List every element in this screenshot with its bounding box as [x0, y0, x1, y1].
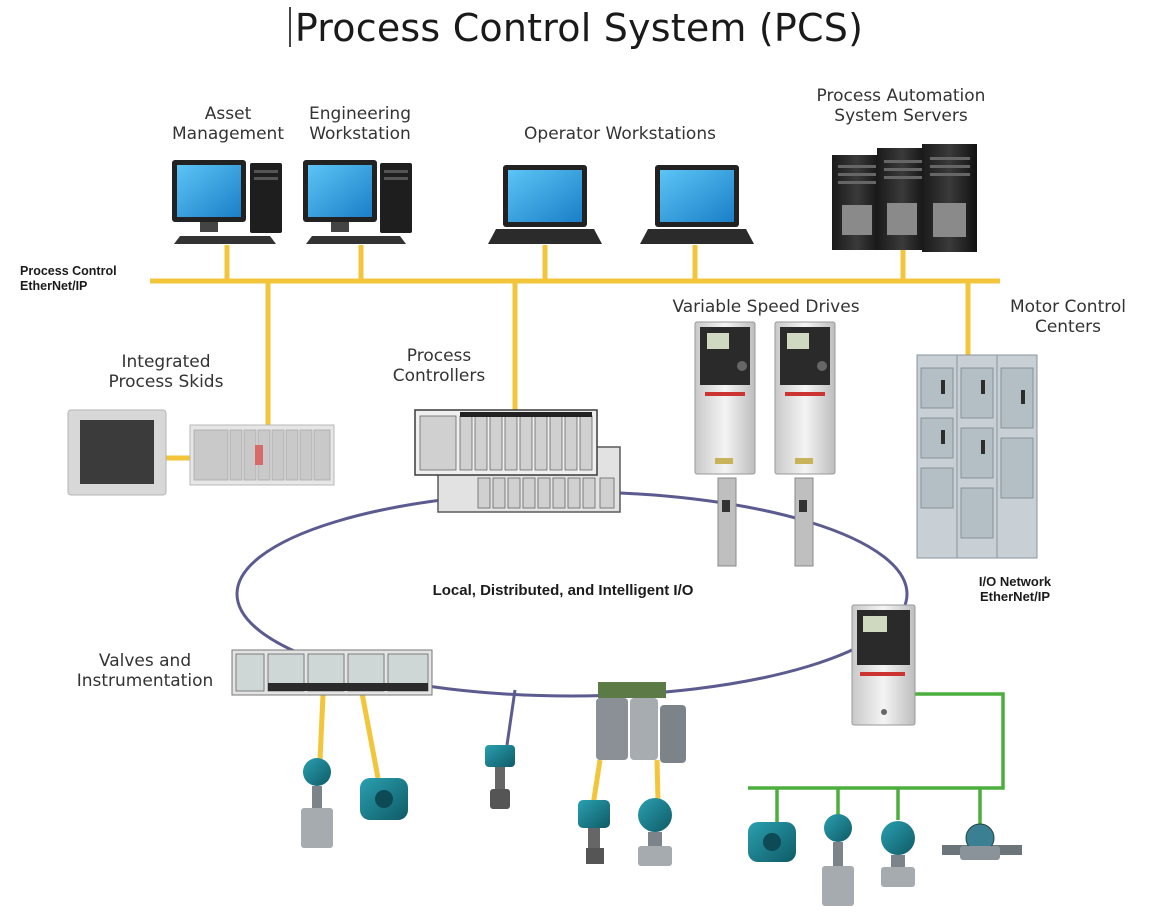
asset-management-computer-icon: [172, 160, 282, 244]
flow-meter-icon: [822, 814, 854, 906]
device-level-network: [748, 692, 1005, 830]
process-control-ethernet: [150, 245, 1000, 813]
distributed-io-block-icon: [231, 649, 433, 696]
inline-flow-sensor-icon: [942, 823, 1022, 860]
io-network-label: I/O Network EtherNet/IP: [978, 574, 1052, 605]
ring-drive-icon: [851, 604, 916, 726]
text-cursor: [288, 7, 291, 47]
motor-control-centers-label: Motor Control Centers: [1010, 297, 1126, 338]
automation-servers-label: Process Automation System Servers: [816, 86, 986, 127]
asset-management-label: Asset Management: [172, 104, 284, 145]
control-valve-icon: [578, 800, 610, 864]
engineering-workstation-label: Engineering Workstation: [309, 104, 411, 145]
motor-control-center-icon: [916, 354, 1038, 559]
control-valve-icon: [485, 745, 515, 809]
flow-transmitter-icon: [638, 798, 672, 866]
integrated-process-skids-label: Integrated Process Skids: [108, 352, 224, 393]
valves-instrumentation-label: Valves and Instrumentation: [76, 651, 214, 692]
flow-meter-icon: [301, 758, 333, 848]
intelligent-io-module-icon: [596, 682, 686, 763]
server-rack-icon: [832, 144, 977, 252]
io-ring-label: Local, Distributed, and Intelligent I/O: [432, 582, 694, 599]
process-controller-chassis-icon: [414, 409, 621, 513]
variable-speed-drive-icon: [694, 321, 756, 567]
hmi-panel-icon: [67, 409, 167, 496]
variable-speed-drive-icon: [774, 321, 836, 567]
operator-laptop-icon: [640, 165, 754, 244]
process-control-ethernet-label: Process Control EtherNet/IP: [20, 264, 117, 293]
process-controllers-label: Process Controllers: [392, 346, 486, 387]
title-text: Process Control System (PCS): [294, 6, 864, 50]
pressure-transmitter-icon: [360, 778, 408, 820]
variable-speed-drives-label: Variable Speed Drives: [672, 297, 860, 317]
pressure-transmitter-icon: [748, 822, 796, 862]
flow-transmitter-icon: [881, 821, 915, 887]
page-title: Process Control System (PCS): [0, 6, 1152, 50]
engineering-workstation-computer-icon: [303, 160, 412, 244]
operator-workstations-label: Operator Workstations: [524, 124, 716, 144]
operator-laptop-icon: [488, 165, 602, 244]
skid-io-rack-icon: [189, 424, 335, 486]
